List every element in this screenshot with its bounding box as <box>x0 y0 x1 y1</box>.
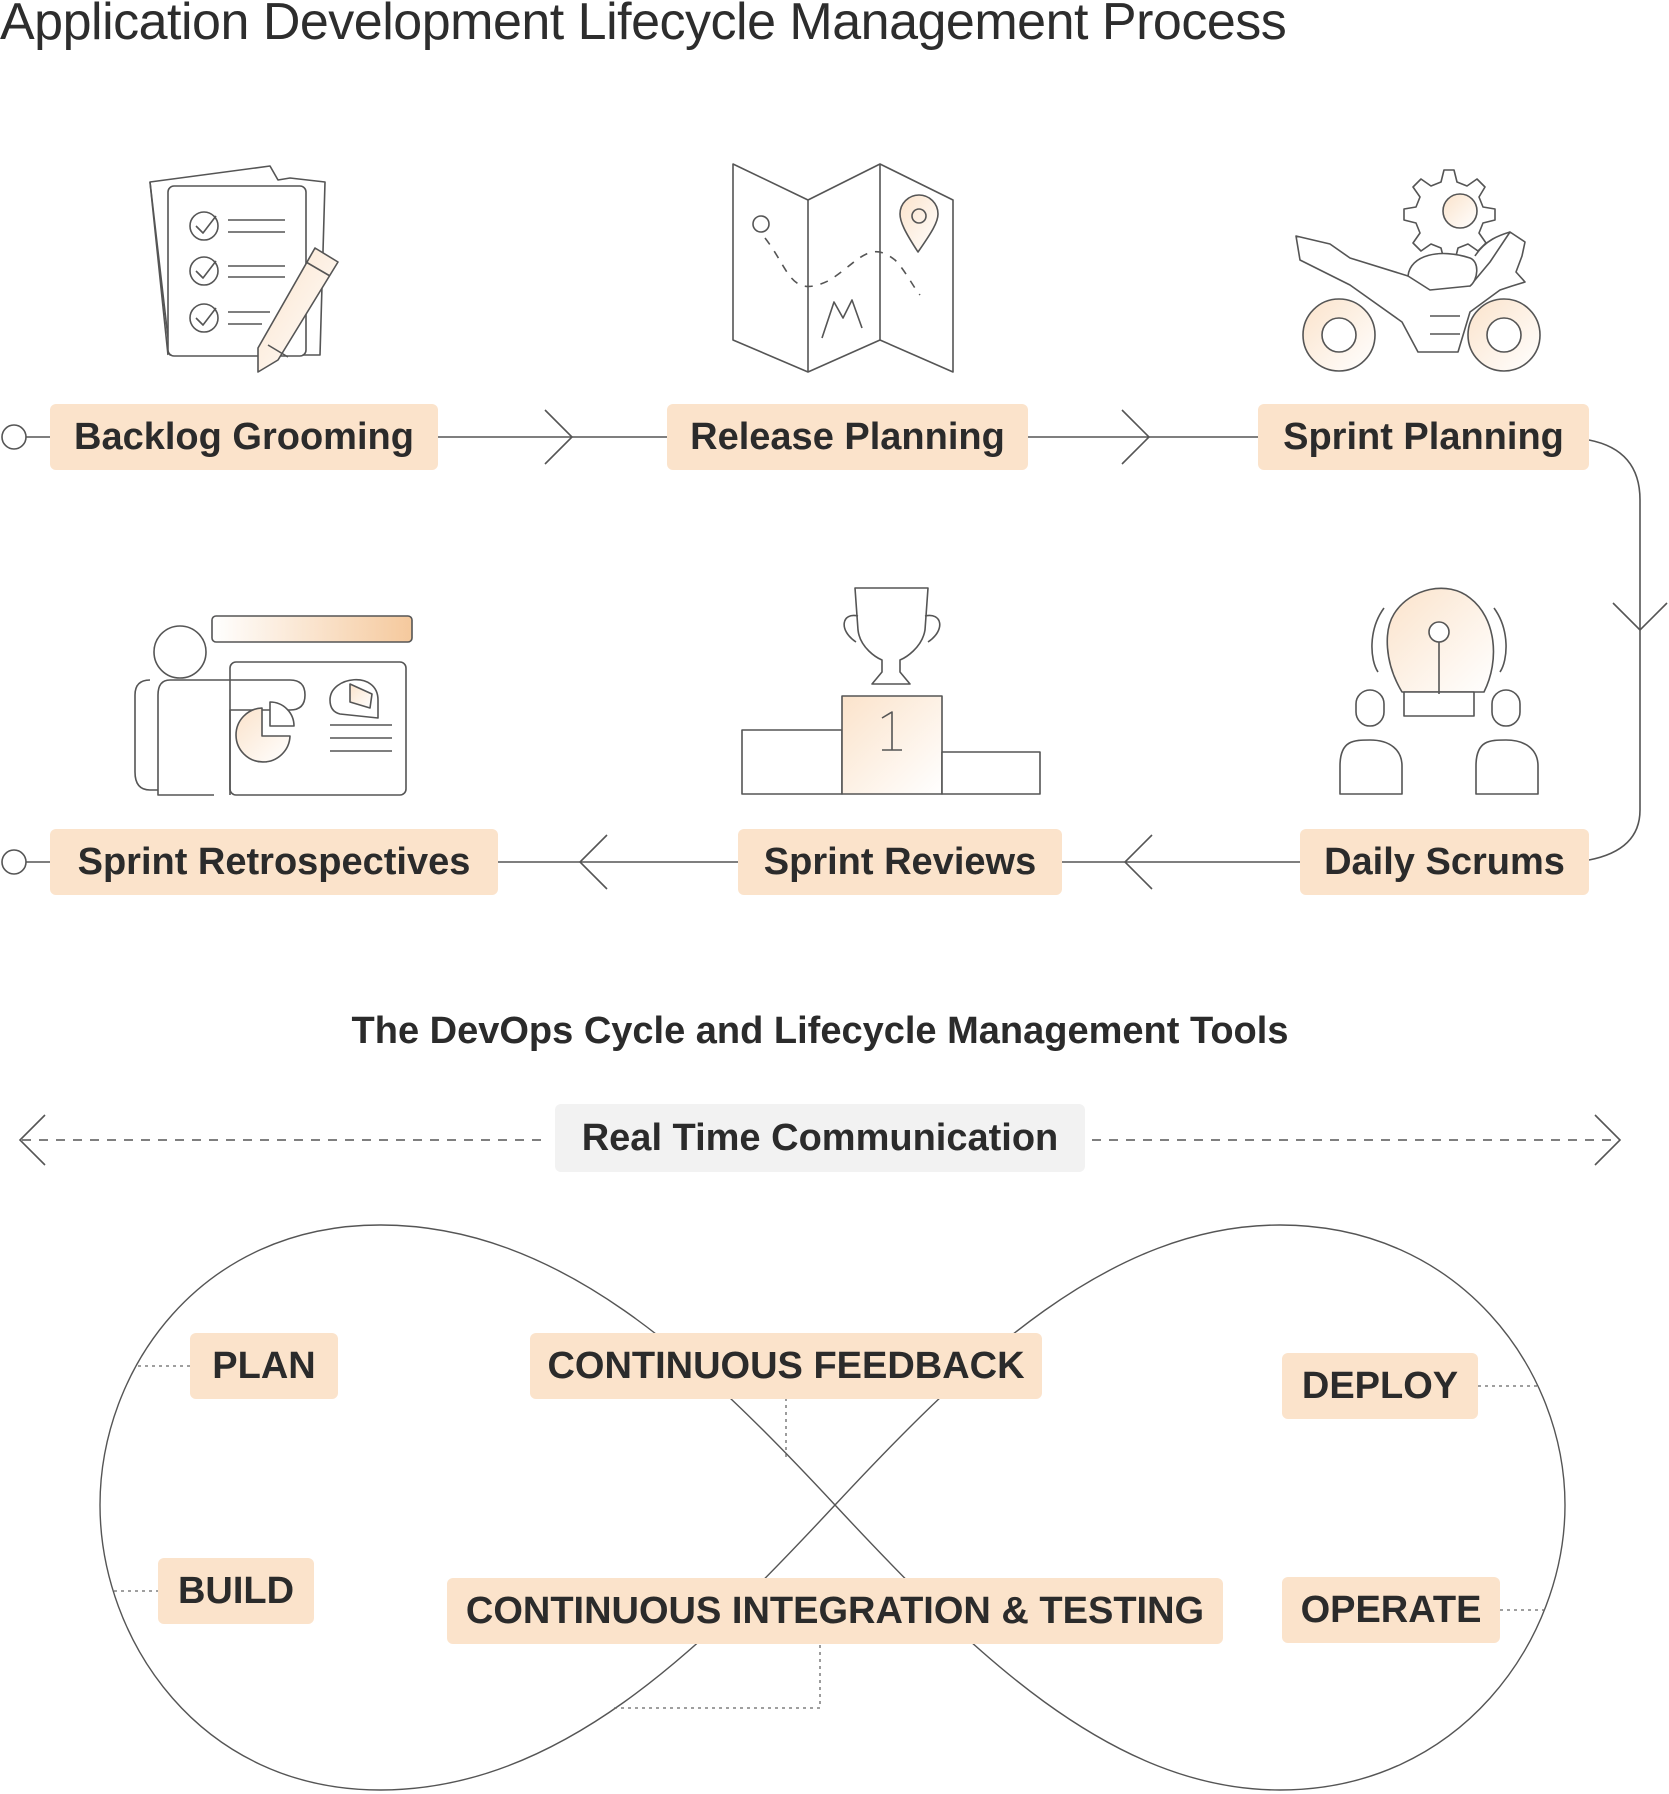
step-sprint-planning: Sprint Planning <box>1258 404 1589 470</box>
devops-section-title: The DevOps Cycle and Lifecycle Managemen… <box>351 1010 1289 1052</box>
team-idea-bulb-icon <box>1339 587 1539 795</box>
arrow-left-icon <box>578 834 608 890</box>
map-route-icon <box>732 163 954 373</box>
trophy-podium-icon <box>741 587 1041 795</box>
stage-build: BUILD <box>158 1558 314 1624</box>
arrow-right-icon <box>1594 1114 1622 1166</box>
real-time-communication-label: Real Time Communication <box>555 1104 1085 1172</box>
stage-operate: OPERATE <box>1282 1577 1500 1643</box>
arrow-left-icon <box>1123 834 1153 890</box>
step-sprint-reviews: Sprint Reviews <box>738 829 1062 895</box>
stage-plan: PLAN <box>190 1333 338 1399</box>
motorcycle-gear-icon <box>1295 169 1541 372</box>
stage-continuous-feedback: CONTINUOUS FEEDBACK <box>530 1333 1042 1399</box>
arrow-right-icon <box>544 409 574 465</box>
step-release-planning: Release Planning <box>667 404 1028 470</box>
devops-infinity-loop <box>99 1224 1566 1791</box>
stage-continuous-integration-testing: CONTINUOUS INTEGRATION & TESTING <box>447 1578 1223 1644</box>
arrow-right-icon <box>1121 409 1151 465</box>
presentation-icon <box>134 615 413 796</box>
end-node-icon <box>1 849 27 875</box>
step-daily-scrums: Daily Scrums <box>1300 829 1589 895</box>
stage-deploy: DEPLOY <box>1282 1353 1478 1419</box>
checklist-pencil-icon <box>149 165 339 373</box>
start-node-icon <box>1 424 27 450</box>
step-sprint-retrospectives: Sprint Retrospectives <box>50 829 498 895</box>
page-title: Application Development Lifecycle Manage… <box>0 0 1287 51</box>
arrow-left-icon <box>18 1114 46 1166</box>
arrow-down-icon <box>1612 602 1668 632</box>
step-backlog-grooming: Backlog Grooming <box>50 404 438 470</box>
